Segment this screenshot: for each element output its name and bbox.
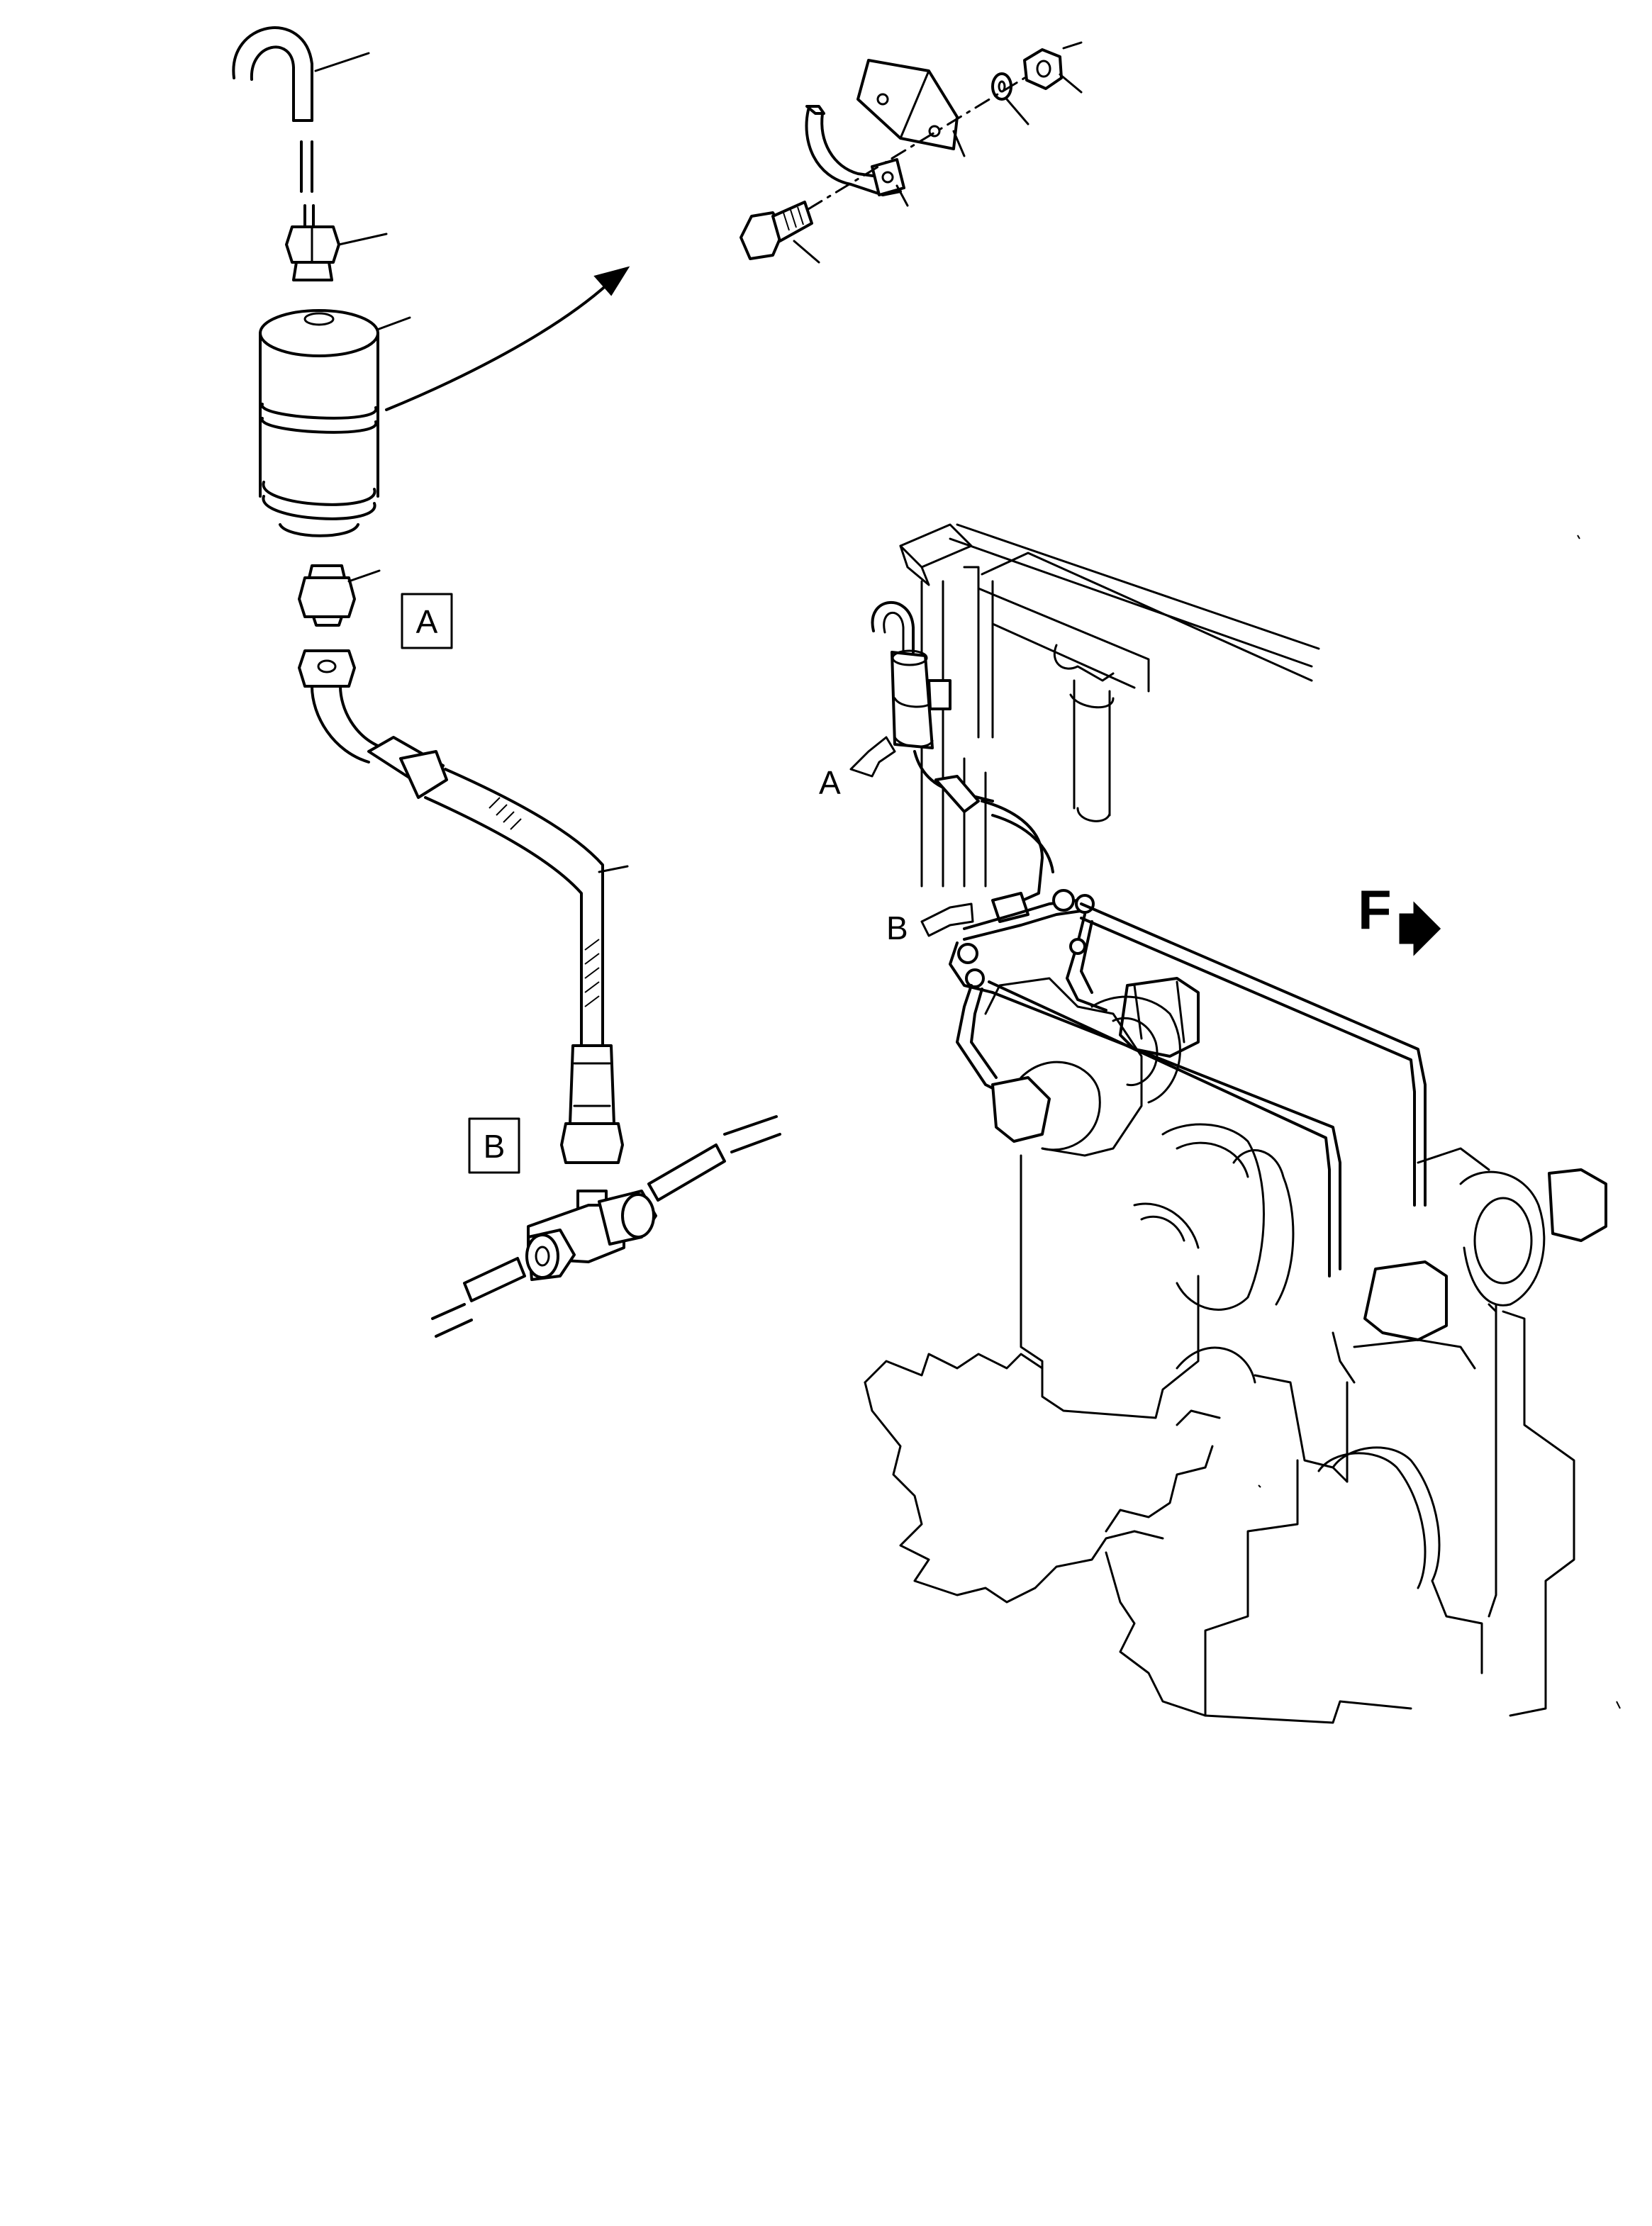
front-direction-label: F xyxy=(1358,878,1392,941)
leader-line xyxy=(1005,98,1029,125)
leader-line xyxy=(793,240,820,264)
leader-line xyxy=(347,569,381,583)
tee-fitting xyxy=(525,1190,657,1281)
hex-nut xyxy=(1023,48,1063,90)
lower-hose-fitting xyxy=(560,1044,624,1164)
detail-b-box: B xyxy=(468,1117,520,1174)
front-direction-marker: F xyxy=(1358,878,1441,956)
adapter-fitting xyxy=(298,564,356,627)
leader-line xyxy=(376,316,411,331)
front-cover xyxy=(864,1353,1221,1717)
leader-line xyxy=(1059,73,1083,94)
leader-line xyxy=(952,130,966,157)
arrow-right-icon xyxy=(1399,901,1441,956)
filter-cartridge xyxy=(259,309,379,537)
leader-line xyxy=(895,184,909,207)
union-nut xyxy=(285,225,340,281)
detail-a-box: A xyxy=(401,593,453,649)
pointer-arrow-a-icon xyxy=(849,736,896,778)
breather-pipe xyxy=(232,26,315,242)
pointer-a-label: A xyxy=(819,764,841,801)
detail-a-label: A xyxy=(416,603,438,640)
hose-end-fitting xyxy=(367,736,448,799)
secondary-filter xyxy=(1053,644,1115,822)
engine-assembly-view: A B xyxy=(819,523,1621,1724)
assembled-filter xyxy=(871,600,951,749)
fuel-injectors xyxy=(991,977,1607,1341)
detail-b-label: B xyxy=(484,1128,506,1165)
leader-line xyxy=(1062,41,1083,50)
leader-line xyxy=(337,233,388,246)
pointer-arrow-b-icon xyxy=(920,902,974,937)
curved-arrow-icon xyxy=(385,266,630,411)
pointer-b-label: B xyxy=(886,910,908,946)
braided-hose xyxy=(424,768,629,1047)
exploded-filter-assembly: A xyxy=(232,26,781,1338)
engine-block xyxy=(1020,1154,1575,1724)
bracket-detail xyxy=(740,41,1083,264)
scan-marks xyxy=(1258,535,1621,1709)
frame-structure xyxy=(899,523,1320,888)
hose-nut xyxy=(298,649,356,688)
leader-line xyxy=(314,52,370,72)
assembly-axis-line xyxy=(807,77,1026,211)
cylinder-heads xyxy=(984,977,1546,1311)
pipe-stubs xyxy=(431,1115,781,1338)
bent-pipe xyxy=(311,685,384,764)
mounting-bracket xyxy=(856,59,959,150)
hex-bolt xyxy=(740,201,813,260)
